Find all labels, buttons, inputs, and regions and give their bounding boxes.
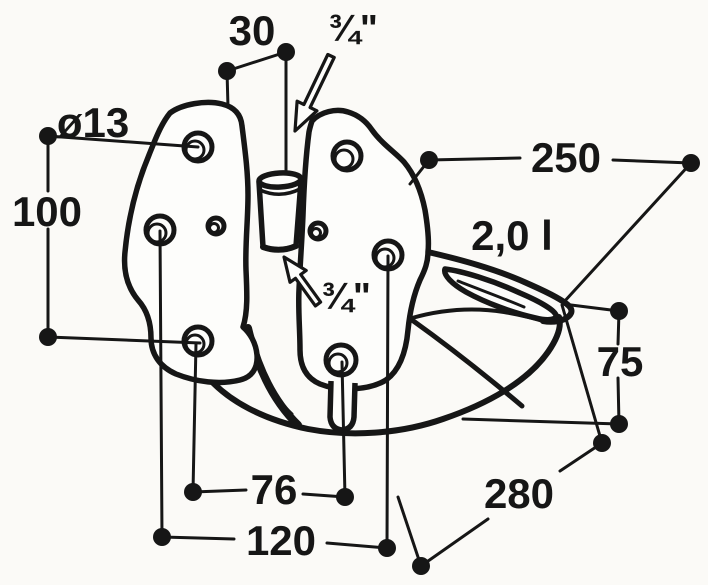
thread-top-label: ¾" (328, 8, 378, 50)
dimension-endpoint-dot (378, 539, 396, 557)
dimension-endpoint-dot (682, 154, 700, 172)
right-plate-outline (295, 107, 432, 392)
dimension-250: 250 (408, 134, 700, 305)
bowl-inner-wall (409, 317, 525, 409)
pipe-second-ring (258, 187, 302, 196)
dimension-75-lines (461, 302, 621, 426)
small-hole-left (205, 215, 227, 237)
small-hole-right-inner (310, 227, 322, 239)
dia-13-label: ø13 (57, 99, 129, 146)
dimension-120: 120 (153, 229, 396, 564)
dimension-endpoint-dot (153, 528, 171, 546)
dimension-100-lines (46, 134, 202, 345)
dimension-endpoint-dot (277, 43, 295, 61)
mounting-hole-mid-left-inner (146, 222, 168, 244)
dimension-endpoint-dot (39, 328, 57, 346)
capacity-label: 2,0 l (471, 212, 553, 259)
thread-arrow-bottom-icon (282, 255, 323, 308)
dimension-76: 76 (184, 341, 354, 513)
dim-75-label: 75 (597, 338, 644, 385)
dia13-leader (46, 134, 200, 149)
mounting-hole-top-right (330, 139, 364, 173)
dim-250-label: 250 (531, 134, 601, 181)
thread-size-bottom: ¾" (282, 255, 371, 318)
left-plate-outline (121, 99, 260, 386)
dim-100-label: 100 (12, 188, 82, 235)
dimension-endpoint-dot (610, 302, 628, 320)
thread-size-top: ¾" (293, 8, 378, 133)
dimension-endpoint-dot (593, 434, 611, 452)
mounting-hole-top-left-inner (184, 139, 206, 161)
dim-30-label: 30 (229, 7, 276, 54)
dimension-endpoint-dot (610, 415, 628, 433)
mounting-hole-bottom-right-inner (327, 352, 349, 374)
pipe-bottom-edge (260, 243, 299, 253)
thread-bottom-label: ¾" (321, 276, 371, 318)
dimension-100: 100 (12, 134, 202, 346)
dimension-120-lines (158, 229, 390, 550)
dimension-280-lines (396, 303, 604, 568)
dim-120-label: 120 (246, 517, 316, 564)
small-hole-right (307, 220, 329, 242)
right-mounting-plate (295, 107, 432, 392)
thread-arrow-top-icon (293, 52, 336, 133)
bowl-bottom-edge (202, 314, 563, 437)
dimension-30: 30 (218, 7, 295, 174)
dimension-endpoint-dot (420, 151, 438, 169)
bowl-lip-inner-line (456, 279, 526, 309)
mounting-hole-top-right-inner (333, 148, 355, 170)
mounting-hole-mid-right-inner (374, 247, 396, 269)
dimension-250-lines (408, 156, 693, 305)
dimension-endpoint-dot (412, 557, 430, 575)
dim-280-label: 280 (484, 470, 554, 517)
small-hole-left-inner (208, 222, 220, 234)
dimension-endpoint-dot (336, 488, 354, 506)
left-mounting-plate (121, 99, 260, 386)
pipe-connector (256, 170, 304, 253)
dimension-75: 75 (461, 302, 644, 433)
dimension-endpoint-dot (218, 62, 236, 80)
bowl-lip-oval (442, 266, 559, 323)
dimension-endpoint-dot (184, 483, 202, 501)
dim-76-label: 76 (251, 466, 298, 513)
pipe-top-ring (256, 170, 304, 190)
dimension-280: 280 (396, 303, 611, 575)
dimension-76-lines (191, 341, 347, 499)
